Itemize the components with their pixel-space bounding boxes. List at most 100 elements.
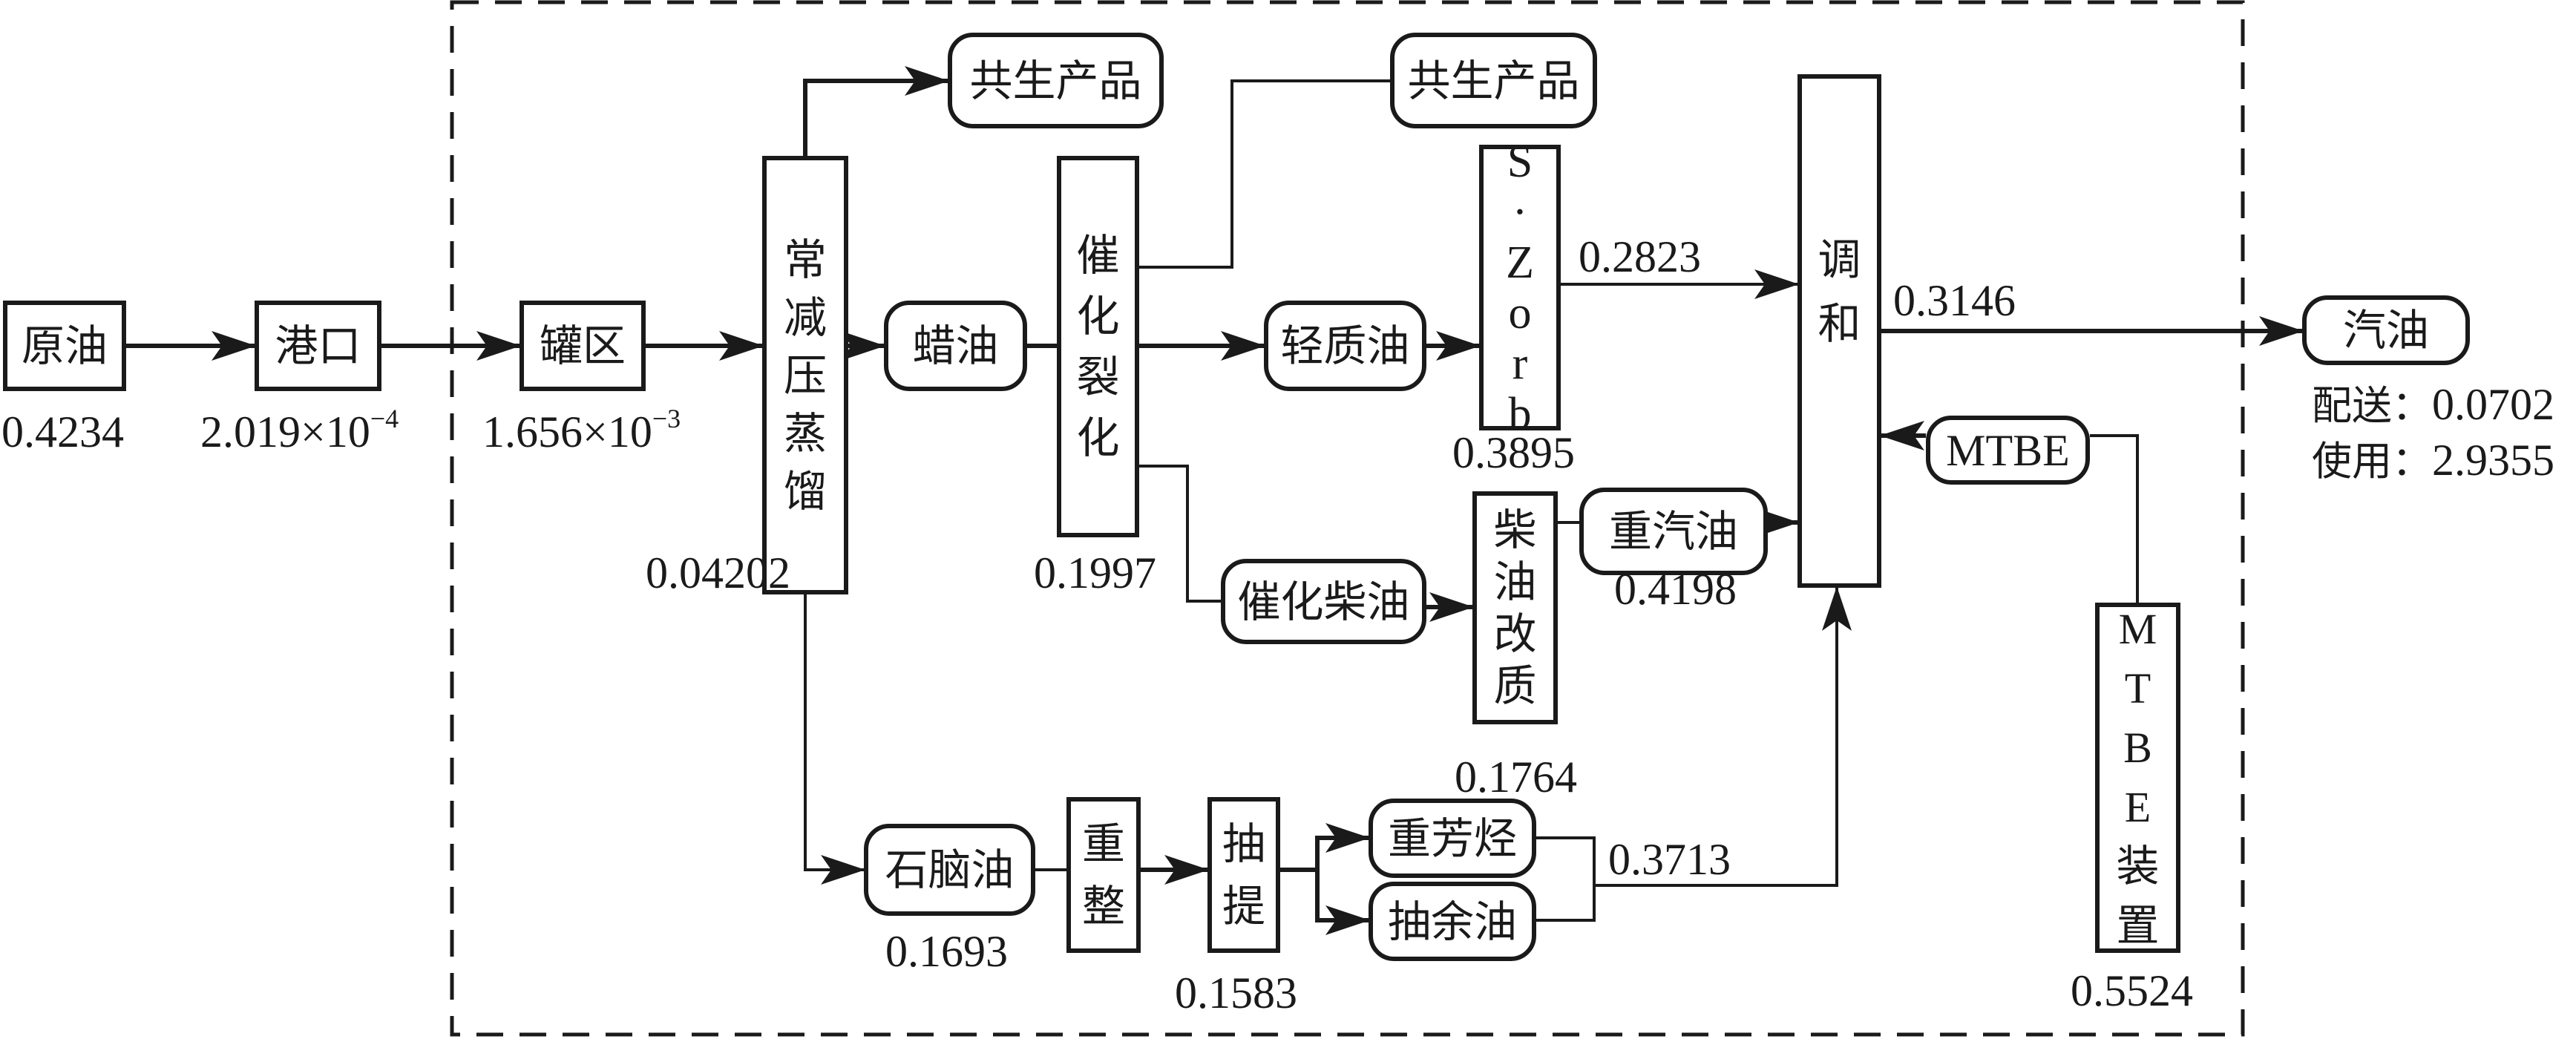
node-gasoline: 汽油 bbox=[2302, 295, 2470, 365]
char: o bbox=[1508, 287, 1532, 338]
char: 抽 bbox=[1222, 819, 1265, 869]
value-tank-mantissa: 1.656×10 bbox=[482, 407, 652, 456]
char: S bbox=[1507, 136, 1533, 187]
gasoline-use-value: 2.9355 bbox=[2432, 436, 2554, 485]
value-tank-exp: −3 bbox=[652, 404, 681, 433]
char: 减 bbox=[783, 292, 827, 343]
char: 质 bbox=[1493, 661, 1537, 711]
gasoline-use: 使用：2.9355 bbox=[2312, 438, 2554, 482]
gasoline-use-label: 使用： bbox=[2312, 438, 2432, 485]
char: 柴 bbox=[1493, 505, 1537, 555]
node-blend: 调 和 bbox=[1797, 74, 1881, 588]
edge-mtbeunit-mtbe bbox=[2090, 434, 2139, 603]
char: · bbox=[1512, 186, 1528, 237]
node-szorb: S · Z o r b bbox=[1479, 139, 1561, 437]
char: 置 bbox=[2116, 902, 2160, 950]
edge-fcc-coproduct2 bbox=[1139, 79, 1390, 269]
char: 压 bbox=[783, 350, 827, 401]
node-port-label: 港口 bbox=[275, 321, 361, 371]
node-light-oil: 轻质油 bbox=[1264, 301, 1426, 391]
char: 油 bbox=[1493, 557, 1537, 607]
value-szorb: 0.3895 bbox=[1452, 428, 1575, 477]
node-raffinate-label: 抽余油 bbox=[1387, 896, 1517, 947]
char: M bbox=[2118, 605, 2157, 653]
value-naphtha: 0.1693 bbox=[885, 927, 1008, 976]
node-diesel-upgrade: 柴 油 改 质 bbox=[1472, 491, 1558, 724]
node-tank: 罐区 bbox=[520, 301, 646, 391]
node-heavy-aromatics-label: 重芳烃 bbox=[1387, 813, 1517, 864]
node-coproduct-1: 共生产品 bbox=[948, 33, 1164, 128]
value-extraction: 0.1583 bbox=[1175, 968, 1297, 1017]
gasoline-delivery-value: 0.0702 bbox=[2432, 380, 2554, 429]
value-tank: 1.656×10−3 bbox=[482, 405, 681, 456]
node-fcc-diesel-label: 催化柴油 bbox=[1237, 576, 1410, 627]
char: 催 bbox=[1076, 230, 1120, 281]
node-mtbe: MTBE bbox=[1926, 416, 2090, 485]
node-coproduct-1-label: 共生产品 bbox=[969, 55, 1142, 106]
gasoline-delivery-label: 配送： bbox=[2312, 382, 2432, 429]
value-port-mantissa: 2.019×10 bbox=[200, 407, 370, 456]
edge-distill-coproduct1 bbox=[803, 66, 949, 156]
node-wax-oil-label: 蜡油 bbox=[912, 321, 999, 371]
edge-aromatics-merge bbox=[1536, 836, 1596, 922]
value-diesel-upgrade: 0.1764 bbox=[1455, 753, 1577, 802]
value-merge: 0.3713 bbox=[1608, 835, 1731, 884]
node-light-oil-label: 轻质油 bbox=[1280, 321, 1410, 371]
edge-fcc-diesel bbox=[1139, 465, 1221, 603]
node-gasoline-label: 汽油 bbox=[2342, 305, 2429, 355]
node-distill: 常 减 压 蒸 馏 bbox=[762, 156, 848, 594]
value-mtbe-unit: 0.5524 bbox=[2071, 966, 2193, 1015]
char: B bbox=[2123, 724, 2152, 772]
char: 常 bbox=[783, 234, 827, 285]
char: 裂 bbox=[1076, 352, 1120, 402]
value-szorb-out: 0.2823 bbox=[1579, 232, 1701, 281]
node-mtbe-unit: M T B E 装 置 bbox=[2095, 603, 2180, 953]
node-raffinate: 抽余油 bbox=[1369, 882, 1536, 961]
node-heavy-gasoline: 重汽油 bbox=[1579, 488, 1768, 575]
refinery-boundary bbox=[450, 0, 2245, 1037]
node-crude: 原油 bbox=[3, 301, 126, 391]
value-port-exp: −4 bbox=[370, 404, 399, 433]
value-fcc: 0.1997 bbox=[1034, 548, 1156, 597]
node-port: 港口 bbox=[255, 301, 381, 391]
node-reforming: 重 整 bbox=[1066, 797, 1141, 953]
char: r bbox=[1512, 338, 1528, 389]
edge-split-aromatics bbox=[1315, 823, 1370, 920]
node-fcc: 催 化 裂 化 bbox=[1057, 156, 1139, 537]
node-coproduct-2: 共生产品 bbox=[1390, 33, 1597, 128]
edge-merge-blend bbox=[1594, 586, 1852, 887]
node-tank-label: 罐区 bbox=[539, 321, 626, 371]
char: 整 bbox=[1081, 881, 1125, 931]
char: 装 bbox=[2116, 842, 2160, 891]
value-distill: 0.04202 bbox=[646, 548, 790, 597]
node-naphtha: 石脑油 bbox=[864, 824, 1035, 916]
node-crude-label: 原油 bbox=[21, 321, 108, 371]
char: Z bbox=[1506, 237, 1534, 288]
char: E bbox=[2124, 783, 2151, 831]
char: 改 bbox=[1493, 609, 1537, 659]
value-blend-out: 0.3146 bbox=[1893, 276, 2016, 325]
char: 重 bbox=[1081, 819, 1125, 869]
value-port: 2.019×10−4 bbox=[200, 405, 399, 456]
node-naphtha-label: 石脑油 bbox=[885, 845, 1015, 895]
node-wax-oil: 蜡油 bbox=[884, 301, 1027, 391]
edge-split-raffinate bbox=[1315, 870, 1370, 935]
char: 调 bbox=[1818, 235, 1861, 285]
char: b bbox=[1508, 388, 1532, 439]
char: 提 bbox=[1222, 881, 1265, 931]
value-heavy-gasoline: 0.4198 bbox=[1614, 565, 1737, 614]
char: 蒸 bbox=[783, 407, 827, 459]
node-coproduct-2-label: 共生产品 bbox=[1407, 55, 1580, 106]
char: 化 bbox=[1076, 291, 1120, 341]
node-heavy-aromatics: 重芳烃 bbox=[1369, 799, 1536, 878]
char: T bbox=[2124, 664, 2151, 712]
node-heavy-gasoline-label: 重汽油 bbox=[1608, 506, 1738, 557]
char: 和 bbox=[1818, 298, 1861, 349]
char: 馏 bbox=[783, 465, 827, 517]
gasoline-delivery: 配送：0.0702 bbox=[2312, 382, 2554, 427]
char: 化 bbox=[1076, 413, 1120, 463]
node-extraction: 抽 提 bbox=[1207, 797, 1280, 953]
node-fcc-diesel: 催化柴油 bbox=[1221, 559, 1426, 644]
edge-distill-naphtha bbox=[804, 594, 865, 885]
